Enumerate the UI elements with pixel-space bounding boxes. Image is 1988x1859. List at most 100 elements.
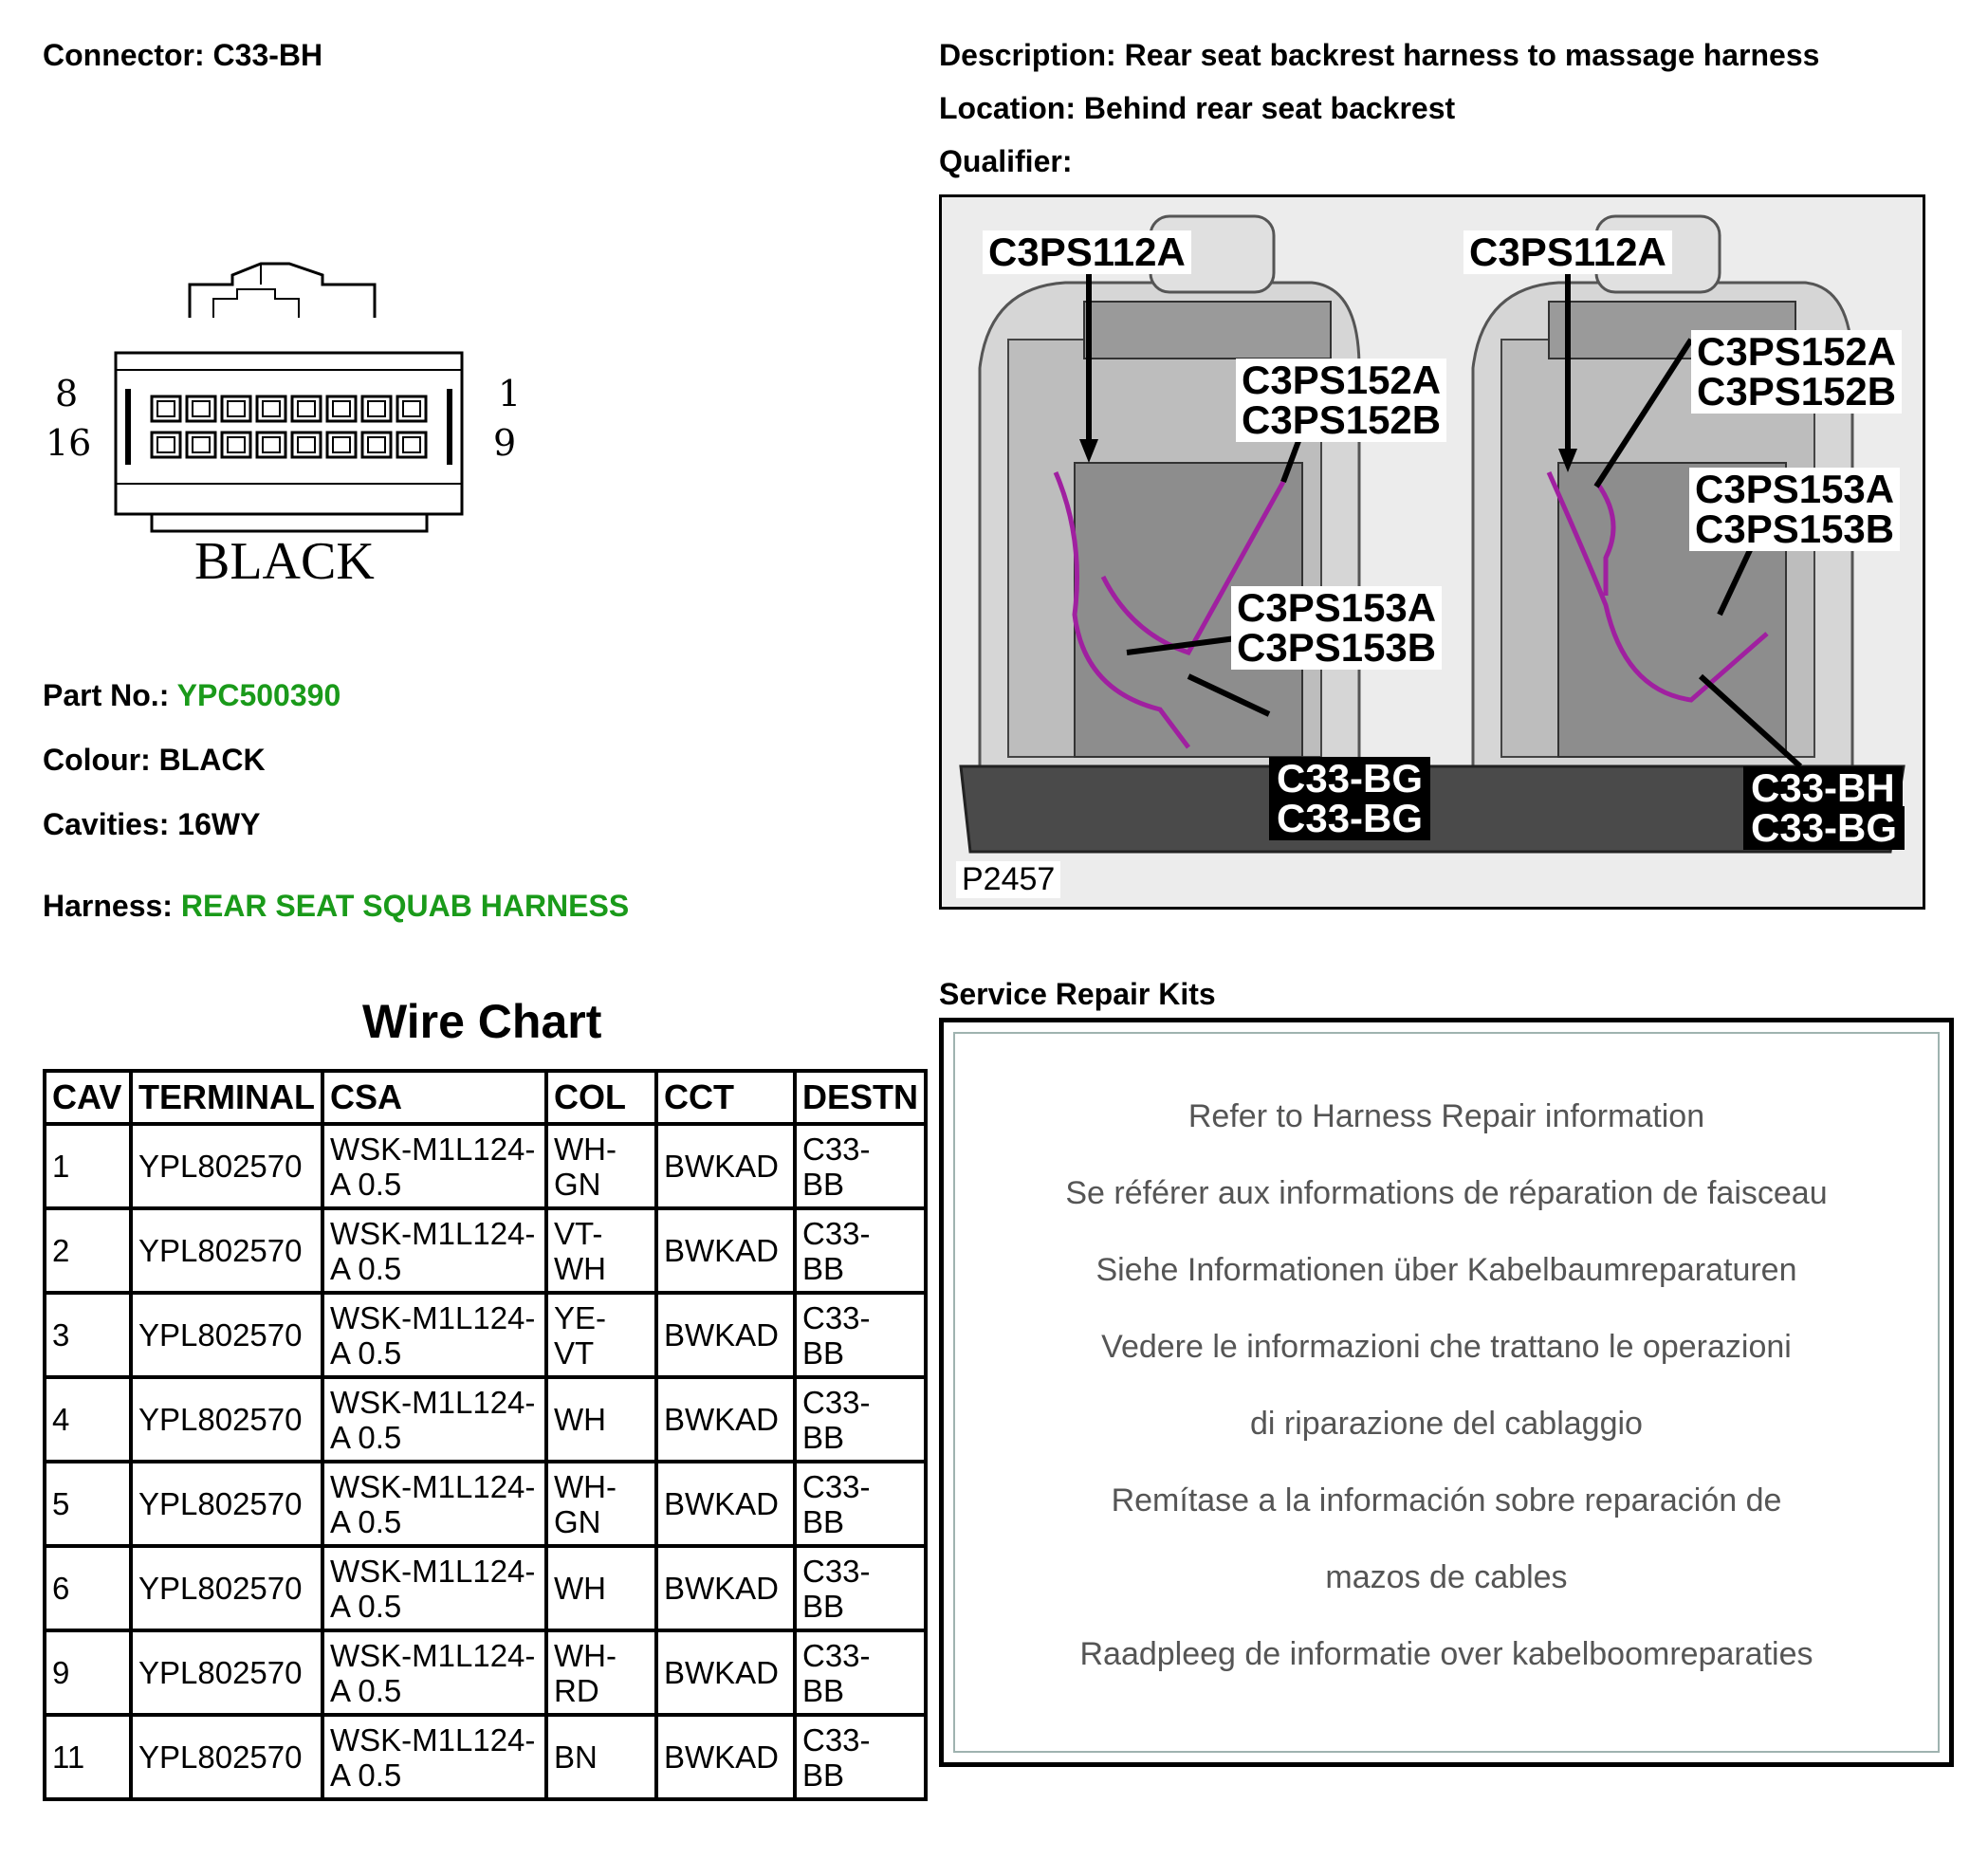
cavities-label: Cavities: [43, 807, 170, 841]
pin-cavity [150, 395, 182, 423]
cell-destn-text: BB [801, 1334, 845, 1371]
cell-cct: BWKAD [653, 1375, 797, 1463]
cell-cav: 11 [43, 1713, 133, 1801]
harness-value[interactable]: REAR SEAT SQUAB HARNESS [180, 889, 630, 923]
colour: Colour: BLACK [43, 743, 266, 778]
header-destn: DESTN [792, 1069, 929, 1126]
cell-terminal: YPL802570 [129, 1375, 324, 1463]
cell-csa: WSK-M1L124-A 0.5 [320, 1629, 548, 1717]
cell-csa: WSK-M1L124-A 0.5 [320, 1460, 548, 1548]
cavities-value: 16WY [177, 807, 261, 841]
wire-chart-title: Wire Chart [362, 995, 602, 1048]
description-value: Rear seat backrest harness to massage ha… [1124, 38, 1820, 72]
repair-info-line: Vedere le informazioni che trattano le o… [1101, 1329, 1792, 1365]
repair-info-line: Siehe Informationen über Kabelbaumrepara… [1095, 1252, 1797, 1288]
cell-col-text: WH [553, 1402, 606, 1437]
cell-csa-text: A 0.5 [329, 1166, 402, 1202]
harness-label: Harness: [43, 889, 173, 923]
repair-info-line: Raadpleeg de informatie over kabelboomre… [1079, 1636, 1813, 1672]
pin-number-1: 1 [498, 373, 522, 414]
header-terminal: TERMINAL [129, 1069, 324, 1126]
cell-destn-text: C33- [801, 1637, 871, 1673]
pin-cavity [360, 395, 393, 423]
cell-col-text: VT- [553, 1215, 603, 1251]
cell-col-text: WH- [553, 1637, 617, 1673]
part-number-label: Part No.: [43, 678, 170, 712]
pin-cavity [325, 395, 358, 423]
pin-cavity-inner [332, 400, 351, 417]
cell-terminal-text: YPL802570 [138, 1739, 303, 1775]
cell-cct: BWKAD [653, 1629, 797, 1717]
cell-col-text: BN [553, 1739, 598, 1775]
cell-cct-text: BWKAD [663, 1571, 779, 1606]
cell-destn-text: C33- [801, 1299, 871, 1335]
callout-right-c3ps112a: C3PS112A [1463, 230, 1672, 274]
pin-cavity [220, 431, 252, 459]
cell-destn: C33-BB [792, 1713, 929, 1801]
pin-cavity [396, 395, 428, 423]
cell-terminal-text: YPL802570 [138, 1571, 303, 1606]
callout-right-c3ps153a: C3PS153A [1689, 468, 1901, 511]
cell-col: WH-RD [543, 1629, 658, 1717]
pin-cavity [255, 395, 287, 423]
colour-value: BLACK [158, 743, 266, 777]
pin-cavity [290, 395, 322, 423]
cell-destn: C33-BB [792, 1544, 929, 1632]
cell-cct: BWKAD [653, 1291, 797, 1379]
cell-cct-text: BWKAD [663, 1655, 779, 1690]
part-number-value[interactable]: YPC500390 [176, 678, 341, 712]
cell-cav-text: 11 [52, 1739, 85, 1775]
cell-cav: 3 [43, 1291, 133, 1379]
pin-cavities [150, 395, 428, 459]
cell-destn: C33-BB [792, 1629, 929, 1717]
cell-cav: 9 [43, 1629, 133, 1717]
callout-right-c3ps152a: C3PS152A [1691, 330, 1903, 374]
harness: Harness: REAR SEAT SQUAB HARNESS [43, 889, 629, 924]
cell-cav: 4 [43, 1375, 133, 1463]
cell-col: YE-VT [543, 1291, 658, 1379]
cell-destn-text: BB [801, 1250, 845, 1286]
cell-csa-text: WSK-M1L124- [329, 1384, 536, 1420]
pin-number-16: 16 [46, 422, 92, 464]
cell-destn-text: C33- [801, 1131, 871, 1167]
pin-cavity-inner [297, 400, 316, 417]
repair-info-line: Se référer aux informations de réparatio… [1065, 1175, 1828, 1211]
pin-cavity [360, 431, 393, 459]
service-repair-kits-title: Service Repair Kits [939, 977, 1216, 1011]
callout-right-c33-bh: C33-BH [1743, 766, 1903, 810]
cell-csa: WSK-M1L124-A 0.5 [320, 1544, 548, 1632]
part-number: Part No.: YPC500390 [43, 678, 341, 713]
cell-terminal-text: YPL802570 [138, 1233, 303, 1268]
pin-cavity-inner [227, 436, 246, 453]
cell-destn: C33-BB [792, 1460, 929, 1548]
cell-cct: BWKAD [653, 1206, 797, 1295]
pin-cavity-inner [156, 436, 175, 453]
callout-left-c3ps153b: C3PS153B [1231, 626, 1443, 670]
connector-face-diagram: 8 16 1 9 BLACK [38, 256, 550, 598]
cell-destn: C33-BB [792, 1122, 929, 1210]
cell-cav: 6 [43, 1544, 133, 1632]
cell-destn-text: C33- [801, 1553, 871, 1589]
cell-destn-text: BB [801, 1757, 845, 1793]
cell-csa: WSK-M1L124-A 0.5 [320, 1291, 548, 1379]
callout-left-c3ps112a: C3PS112A [983, 230, 1191, 274]
cell-terminal-text: YPL802570 [138, 1402, 303, 1437]
cell-csa-text: A 0.5 [329, 1334, 402, 1371]
cell-col: VT-WH [543, 1206, 658, 1295]
cell-csa-text: WSK-M1L124- [329, 1215, 536, 1251]
cell-terminal: YPL802570 [129, 1291, 324, 1379]
qualifier-label: Qualifier: [939, 144, 1073, 178]
connector-colour-label: BLACK [194, 532, 375, 591]
cell-csa-text: WSK-M1L124- [329, 1721, 536, 1758]
cell-col-text: YE- [553, 1299, 606, 1335]
connector-label: Connector: [43, 38, 205, 72]
cell-cct-text: BWKAD [663, 1402, 779, 1437]
cell-col: WH-GN [543, 1460, 658, 1548]
pin-cavity [185, 395, 217, 423]
pin-cavity-inner [156, 400, 175, 417]
pin-cavity-inner [402, 436, 421, 453]
